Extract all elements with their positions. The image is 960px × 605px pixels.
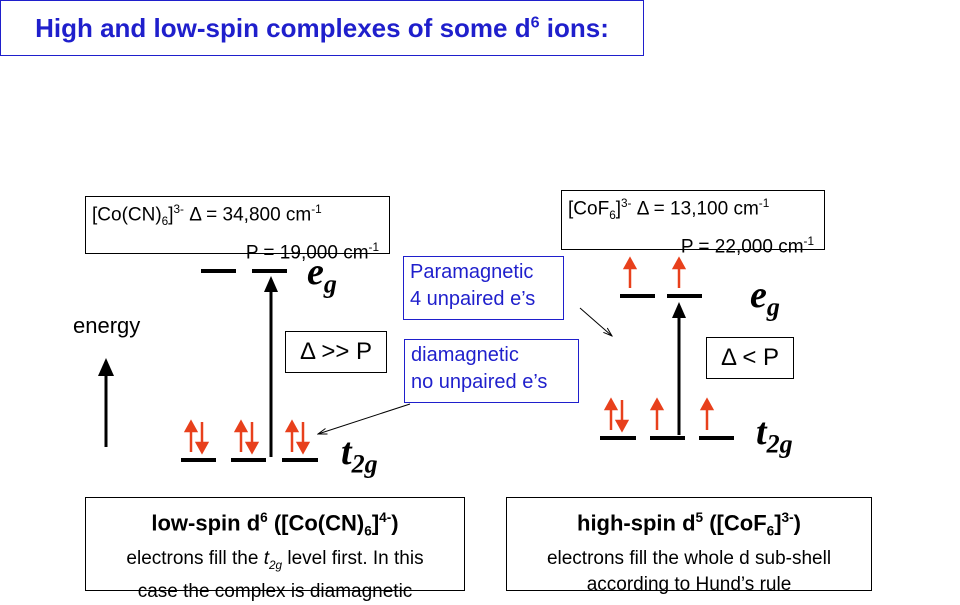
paramagnetic-pointer [579,307,612,336]
left-splitting-arrow [264,276,278,457]
electron-pair-2 [233,419,260,455]
left-t2g-label: t2g [341,431,378,479]
right-eg-electrons [622,256,687,288]
right-splitting-arrow [672,302,686,435]
right-relation-box: Δ < P [706,337,794,379]
paramagnetic-line1: Paramagnetic [410,261,534,283]
paramagnetic-line2: 4 unpaired e’s [410,288,536,310]
title-box: High and low-spin complexes of some d6 i… [0,0,644,56]
low-spin-line1: electrons fill the t2g level first. In t… [126,547,424,572]
high-spin-title: high-spin d5 ([CoF6]3-) [577,510,801,539]
right-complex-formula: [CoF6]3- Δ = 13,100 cm-1 [568,197,770,223]
right-eg-label: eg [750,274,780,322]
left-relation-box: Δ >> P [285,331,387,373]
diamagnetic-line1: diamagnetic [411,344,519,366]
energy-label: energy [73,313,141,338]
left-complex-formula: [Co(CN)6]3- Δ = 34,800 cm-1 [92,203,322,229]
left-pairing-energy: P = 19,000 cm-1 [245,241,379,264]
energy-axis-arrow [98,358,114,447]
high-spin-summary-box: high-spin d5 ([CoF6]3-) electrons fill t… [506,497,872,595]
left-relation-text: Δ >> P [299,338,373,365]
electron-pair-3 [284,419,311,455]
paramagnetic-callout: Paramagnetic 4 unpaired e’s [403,256,564,320]
right-complex-info-box: [CoF6]3- Δ = 13,100 cm-1 P = 22,000 cm-1 [561,190,825,257]
low-spin-line2: case the complex is diamagnetic [137,580,413,602]
right-t2g-electrons [603,397,715,433]
left-complex-info-box: [Co(CN)6]3- Δ = 34,800 cm-1 P = 19,000 c… [85,196,390,263]
left-eg-label: eg [307,251,337,299]
right-pairing-energy: P = 22,000 cm-1 [680,235,814,258]
low-spin-summary-box: low-spin d6 ([Co(CN)6]4-) electrons fill… [85,497,465,602]
high-spin-line1: electrons fill the whole d sub-shell [546,547,832,569]
diamagnetic-pointer [318,403,411,434]
diamagnetic-callout: diamagnetic no unpaired e’s [404,339,579,403]
right-relation-text: Δ < P [720,344,780,371]
high-spin-line2: according to Hund’s rule [586,573,792,595]
right-t2g-label: t2g [756,411,793,459]
low-spin-title: low-spin d6 ([Co(CN)6]4-) [151,510,399,539]
page-title: High and low-spin complexes of some d6 i… [35,12,609,43]
electron-pair-1 [183,419,210,455]
left-t2g-electrons [183,419,311,455]
diamagnetic-line2: no unpaired e’s [411,371,548,393]
